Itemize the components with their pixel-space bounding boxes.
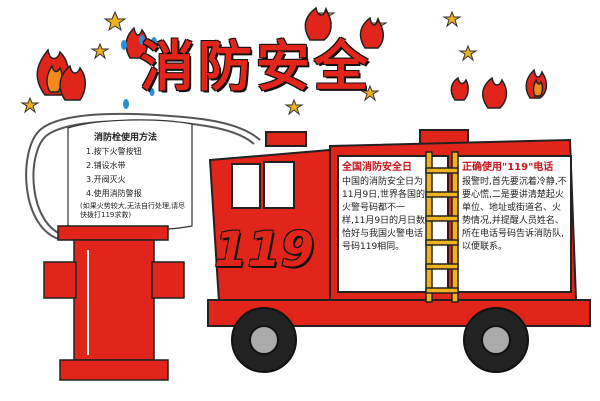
water-drop-icons [121,35,157,109]
truck-number: 119 [214,222,315,278]
instructions-title: 消防栓使用方法 [94,133,158,143]
left-panel-title: 全国消防安全日 [342,162,412,173]
hose [25,112,261,241]
right-panel-title: 正确使用"119"电话 [462,162,554,173]
instruction-note: (如果火势较大,无法自行处理,请尽快拨打119求救) [80,202,186,220]
truck-wheels [231,307,529,373]
instruction-step-4: 4.使用消防警报 [86,189,142,198]
left-panel-body: 中国的消防安全日为11月9日,世界各国的火警号码都不一样,11月9日的月日数恰好… [342,177,426,253]
instruction-step-1: 1.按下火警按钮 [86,147,142,156]
flame-icons [36,6,548,109]
fire-hydrant [43,225,185,381]
instruction-step-3: 3.开阀灭火 [86,175,126,184]
poster-title: 消防安全 [140,35,372,98]
right-panel-body: 报警时,首先要沉着冷静,不要心慌,二是要讲清楚起火单位、地址或街道名、火势情况,… [462,177,567,253]
ladder [425,151,459,303]
instruction-step-2: 2.铺设水带 [86,161,126,170]
